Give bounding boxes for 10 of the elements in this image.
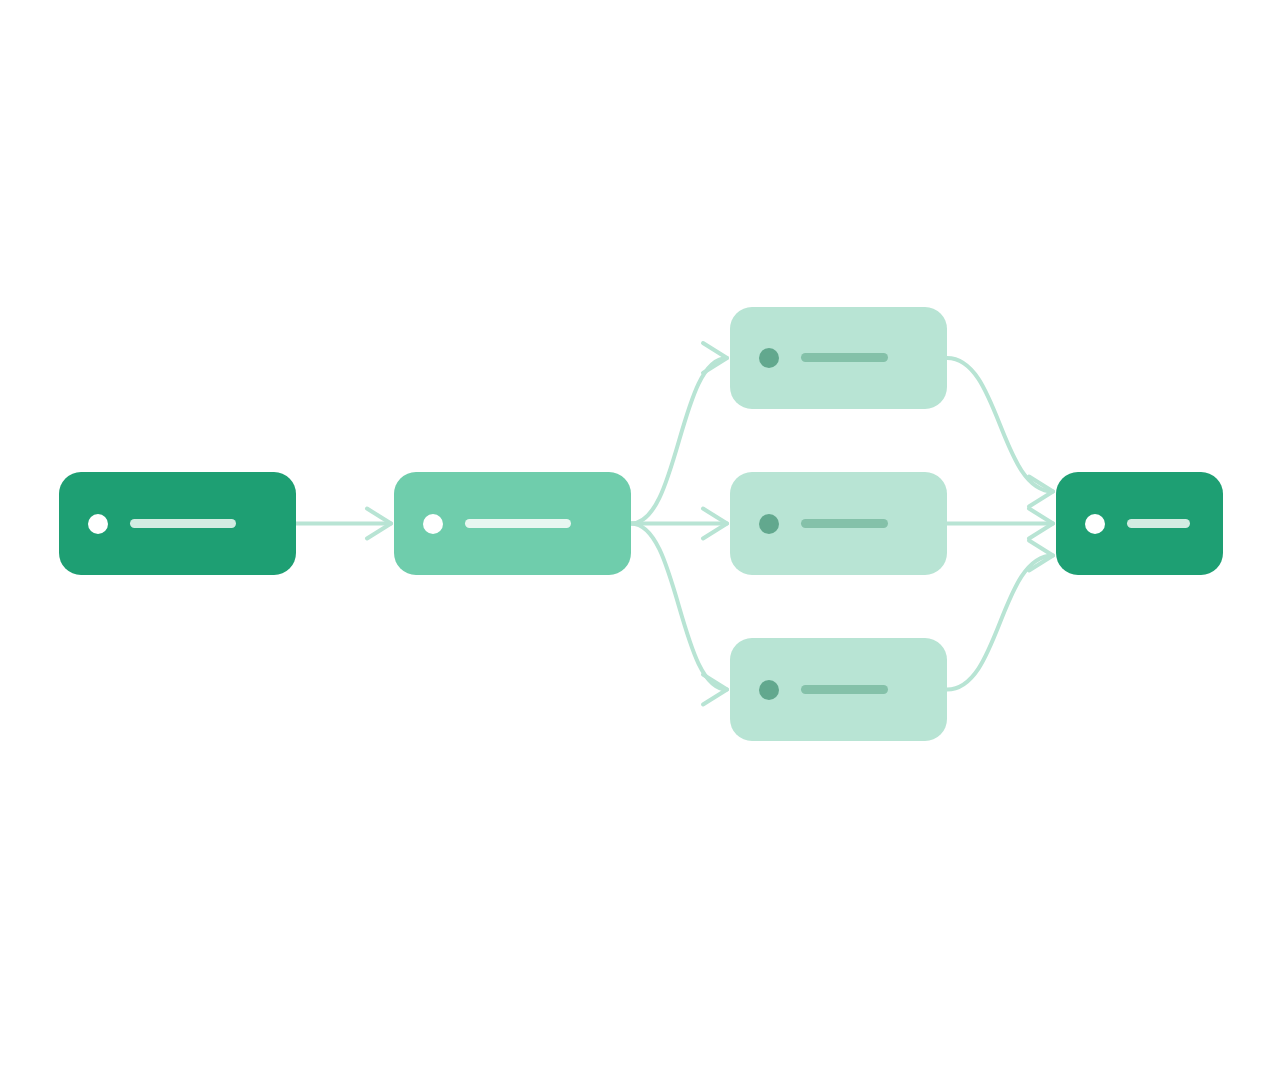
arrow	[945, 538, 1055, 692]
process-box	[394, 472, 631, 575]
process-box	[730, 472, 947, 575]
process-box	[59, 472, 296, 575]
arrow	[945, 356, 1055, 509]
arrow	[945, 506, 1055, 541]
process-box	[730, 307, 947, 409]
process-box	[1056, 472, 1223, 575]
process-box	[730, 638, 947, 741]
arrow	[294, 506, 393, 541]
